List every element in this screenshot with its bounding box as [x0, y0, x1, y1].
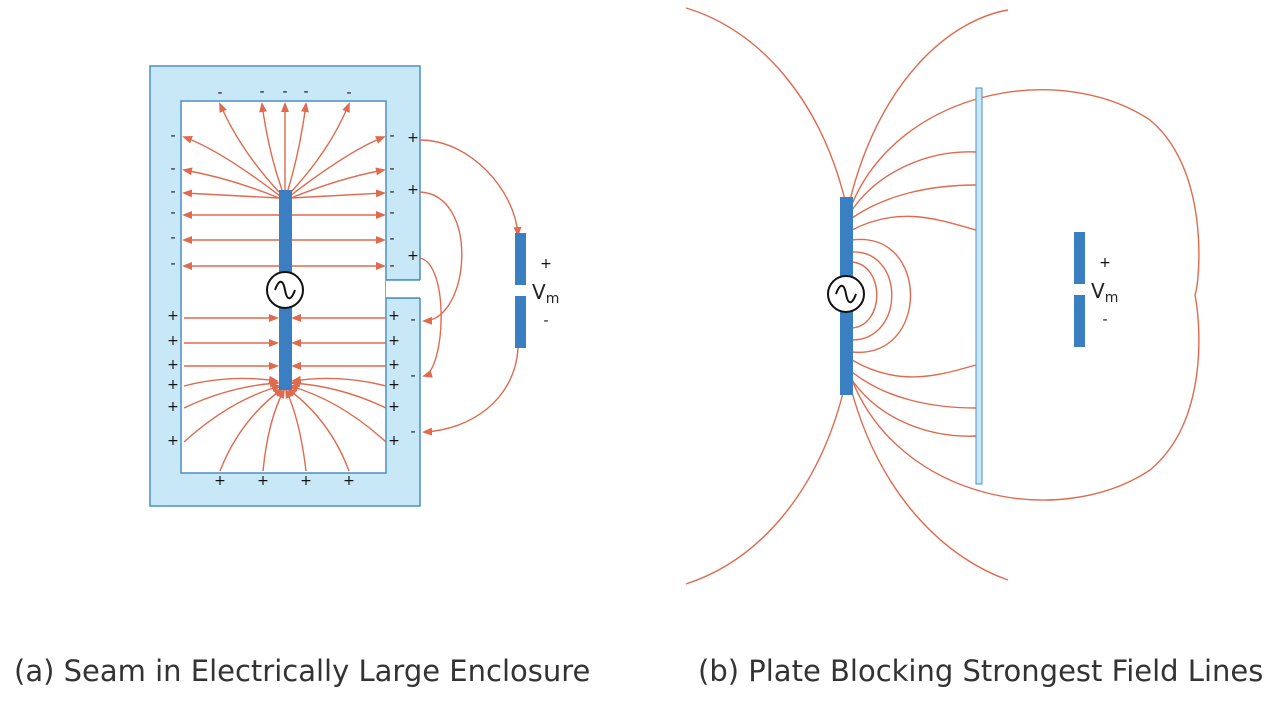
- vm-sub-b: m: [1105, 290, 1119, 306]
- charge-marker-top-minus: -: [282, 84, 287, 100]
- probe-plus-label: +: [540, 256, 552, 272]
- voltage-probe-icon: [1074, 232, 1085, 347]
- field-lines-lower: [183, 314, 387, 472]
- charge-marker-outer-plus: +: [407, 248, 419, 264]
- field-lines-external: [419, 139, 522, 436]
- charge-marker-left-minus: -: [170, 230, 175, 246]
- caption-a: (a) Seam in Electrically Large Enclosure: [14, 654, 591, 688]
- charge-marker-right-minus: -: [389, 205, 394, 221]
- voltage-probe-icon: [515, 233, 526, 348]
- charge-marker-left-plus: +: [167, 333, 179, 349]
- field-lines-b: [685, 7, 1200, 585]
- caption-b: (b) Plate Blocking Strongest Field Lines: [698, 654, 1264, 688]
- charge-marker-right-plus: +: [388, 399, 400, 415]
- top-conductor: [279, 190, 292, 276]
- panel-b: + Vm -: [685, 7, 1200, 585]
- shield-plate: [975, 87, 983, 485]
- charge-marker-bottom-plus: +: [257, 473, 269, 489]
- charge-marker-bottom-plus: +: [343, 473, 355, 489]
- charge-marker-right-plus: +: [388, 377, 400, 393]
- charge-marker-right-plus: +: [388, 333, 400, 349]
- vm-sub: m: [546, 291, 560, 307]
- charge-marker-bottom-plus: +: [214, 473, 226, 489]
- probe-minus-label-b: -: [1102, 312, 1107, 328]
- charge-marker-left-minus: -: [170, 205, 175, 221]
- charge-marker-left-minus: -: [170, 256, 175, 272]
- enclosure-seam: [386, 280, 422, 298]
- charge-marker-outer-minus: -: [410, 424, 415, 440]
- probe-vm-label: Vm: [532, 280, 559, 307]
- charge-marker-right-minus: -: [389, 128, 394, 144]
- charge-marker-top-minus: -: [259, 84, 264, 100]
- charge-marker-left-plus: +: [167, 357, 179, 373]
- charge-markers: -----------------+++++++++++++++---++++: [167, 84, 419, 489]
- panel-a: + Vm - -----------------+++++++++++++++-…: [149, 65, 559, 507]
- charge-marker-left-minus: -: [170, 184, 175, 200]
- charge-marker-top-minus: -: [217, 85, 222, 101]
- charge-marker-outer-plus: +: [407, 130, 419, 146]
- bottom-conductor: [279, 304, 292, 390]
- charge-marker-right-minus: -: [389, 258, 394, 274]
- charge-marker-right-minus: -: [389, 231, 394, 247]
- vm-main-b: V: [1091, 279, 1105, 303]
- charge-marker-right-plus: +: [388, 308, 400, 324]
- field-lines-upper: [182, 102, 386, 270]
- probe-plus-label-b: +: [1099, 255, 1111, 271]
- charge-marker-left-minus: -: [170, 128, 175, 144]
- charge-marker-left-plus: +: [167, 399, 179, 415]
- charge-marker-outer-minus: -: [410, 312, 415, 328]
- charge-marker-left-plus: +: [167, 308, 179, 324]
- charge-marker-left-minus: -: [170, 161, 175, 177]
- vm-main: V: [532, 280, 546, 304]
- charge-marker-top-minus: -: [303, 84, 308, 100]
- charge-marker-bottom-plus: +: [300, 473, 312, 489]
- charge-marker-right-minus: -: [389, 184, 394, 200]
- ac-source-icon: [266, 271, 304, 309]
- charge-marker-right-plus: +: [388, 357, 400, 373]
- charge-marker-left-plus: +: [167, 377, 179, 393]
- probe-minus-label: -: [543, 313, 548, 329]
- probe-vm-label-b: Vm: [1091, 279, 1118, 306]
- charge-marker-left-plus: +: [167, 433, 179, 449]
- charge-marker-top-minus: -: [346, 85, 351, 101]
- charge-marker-outer-minus: -: [410, 368, 415, 384]
- charge-marker-outer-plus: +: [407, 182, 419, 198]
- field-diagram: + Vm - -----------------+++++++++++++++-…: [149, 7, 1200, 585]
- ac-source-icon: [827, 275, 865, 313]
- charge-marker-right-minus: -: [389, 161, 394, 177]
- charge-marker-right-plus: +: [388, 433, 400, 449]
